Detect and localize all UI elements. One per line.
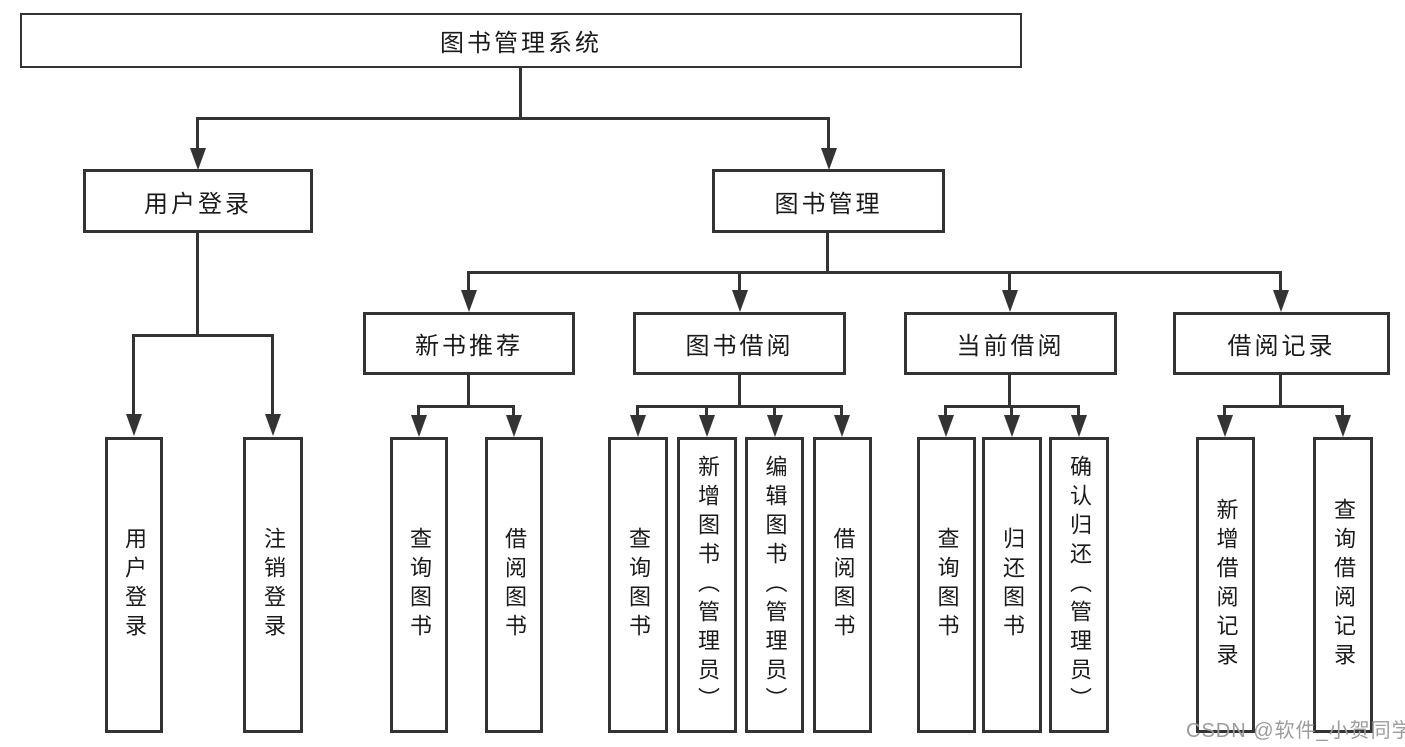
connector-line [738,271,741,292]
connector-line [773,405,776,417]
connector-line [196,117,830,120]
arrow-down-icon [411,415,427,437]
arrow-down-icon [630,415,646,437]
connector-line [1008,374,1011,407]
connector-line [705,405,708,417]
connector-line [827,117,830,150]
connector-line [636,405,843,408]
node-root: 图书管理系统 [20,13,1022,68]
arrow-down-icon [190,148,206,170]
connector-line [1223,405,1344,408]
node-current-borrow: 当前借阅 [904,312,1117,375]
node-book-mgmt: 图书管理 [712,169,945,233]
leaf-cb-return-books: 归还图书 [982,437,1042,733]
node-book-borrow: 图书借阅 [633,312,846,375]
connector-line [519,67,522,118]
connector-line [1223,405,1226,417]
arrow-down-icon [1002,290,1018,312]
leaf-cb-confirm-return: 确认归还（管理员） [1049,437,1109,733]
arrow-down-icon [732,290,748,312]
leaf-cb-query-books: 查询图书 [917,437,976,733]
arrow-down-icon [1004,415,1020,437]
csdn-watermark: CSDN @软件_小贺同学 [1186,720,1405,742]
leaf-user-login: 用户登录 [105,437,163,733]
arrow-down-icon [821,148,837,170]
connector-line [1008,271,1011,292]
connector-line [196,232,199,336]
connector-line [467,374,470,407]
arrow-down-icon [506,415,522,437]
connector-line [636,405,639,417]
connector-line [1279,374,1282,407]
connector-line [132,334,135,416]
leaf-nb-query-books: 查询图书 [390,437,448,733]
leaf-br-query-record: 查询借阅记录 [1313,437,1373,733]
connector-line [512,405,515,417]
connector-line [840,405,843,417]
connector-line [738,374,741,407]
node-user-login: 用户登录 [83,169,313,233]
connector-line [196,117,199,150]
arrow-down-icon [834,415,850,437]
connector-line [1341,405,1344,417]
leaf-bb-edit-books: 编辑图书（管理员） [745,437,804,733]
connector-line [467,271,470,292]
arrow-down-icon [265,414,281,436]
leaf-bb-borrow-books: 借阅图书 [813,437,872,733]
arrow-down-icon [1335,415,1351,437]
arrow-down-icon [126,414,142,436]
connector-line [417,405,515,408]
connector-line [1279,271,1282,292]
arrow-down-icon [1071,415,1087,437]
connector-line [132,334,274,337]
node-borrow-records: 借阅记录 [1173,312,1390,375]
leaf-br-add-record: 新增借阅记录 [1196,437,1255,733]
arrow-down-icon [461,290,477,312]
node-new-books: 新书推荐 [363,312,575,375]
connector-line [1010,405,1013,417]
arrow-down-icon [1217,415,1233,437]
connector-line [1077,405,1080,417]
connector-line [417,405,420,417]
arrow-down-icon [938,415,954,437]
arrow-down-icon [767,415,783,437]
arrow-down-icon [699,415,715,437]
connector-line [826,232,829,273]
connector-line [467,271,1282,274]
connector-line [944,405,947,417]
leaf-bb-query-books: 查询图书 [608,437,668,733]
arrow-down-icon [1273,290,1289,312]
leaf-bb-add-books: 新增图书（管理员） [677,437,737,733]
leaf-nb-borrow-books: 借阅图书 [485,437,543,733]
connector-line [271,334,274,416]
leaf-logout: 注销登录 [243,437,303,733]
